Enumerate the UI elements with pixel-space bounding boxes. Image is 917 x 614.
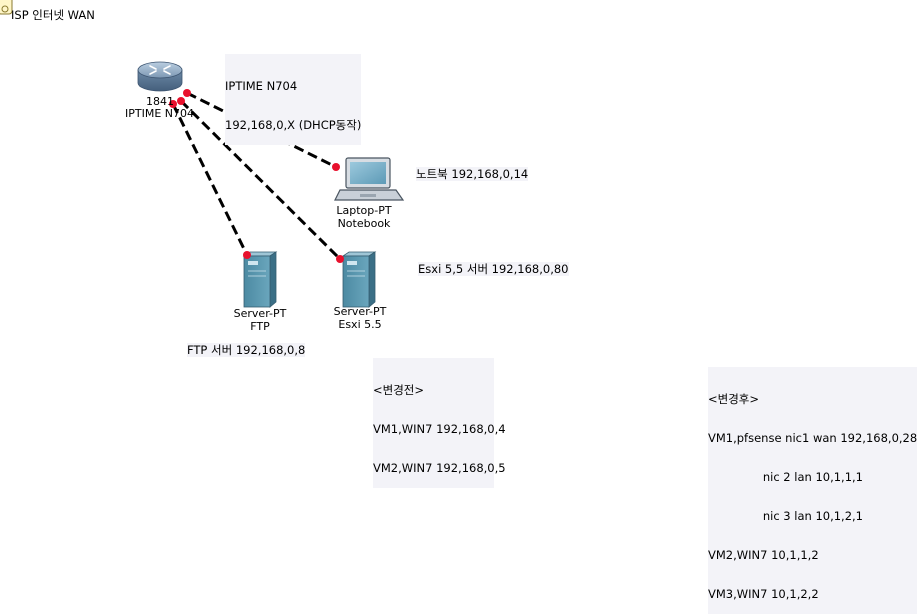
port-dot-router-laptop: [183, 89, 191, 97]
router-note[interactable]: IPTIME N704 192,168,0,X (DHCP동작): [225, 54, 362, 145]
ftp-server-name-label: FTP: [250, 320, 270, 333]
before-change-title: <변경전>: [373, 383, 425, 397]
esxi-server-type-label: Server-PT: [333, 305, 387, 318]
ftp-server-type-label: Server-PT: [233, 307, 287, 320]
wan-label: ISP 인터넷 WAN: [11, 8, 95, 22]
router-name-label: IPTIME N704: [125, 107, 195, 120]
router-note-ip: 192,168,0,X (DHCP동작): [225, 118, 362, 132]
before-change-line: VM1,WIN7 192,168,0,4: [373, 422, 506, 436]
laptop-icon[interactable]: [334, 157, 405, 201]
before-change-note[interactable]: <변경전> VM1,WIN7 192,168,0,4 VM2,WIN7 192,…: [373, 358, 506, 488]
router-icon[interactable]: [137, 61, 183, 92]
laptop-name-label: Notebook: [337, 217, 391, 230]
after-change-title: <변경후>: [708, 392, 760, 406]
laptop-note[interactable]: 노트북 192,168,0,14: [416, 167, 529, 181]
link-port-indicators: [169, 89, 344, 263]
after-change-line: nic 3 lan 10,1,2,1: [708, 509, 864, 523]
note-icon[interactable]: [0, 0, 13, 15]
port-dot-esxi: [336, 255, 344, 263]
after-change-line: VM1,pfsense nic1 wan 192,168,0,28: [708, 431, 917, 445]
esxi-server-note[interactable]: Esxi 5,5 서버 192,168,0,80: [418, 262, 569, 276]
after-change-note[interactable]: <변경후> VM1,pfsense nic1 wan 192,168,0,28 …: [708, 367, 917, 614]
network-topology-canvas: [0, 0, 405, 308]
before-change-line: VM2,WIN7 192,168,0,5: [373, 461, 506, 475]
laptop-type-label: Laptop-PT: [336, 204, 392, 217]
router-model-label: 1841: [146, 95, 174, 108]
esxi-server-name-label: Esxi 5.5: [338, 318, 382, 331]
link-router-ftp[interactable]: [171, 103, 249, 256]
port-dot-router-esxi: [177, 97, 185, 105]
after-change-line: VM3,WIN7 10,1,2,2: [708, 587, 819, 601]
router-note-title: IPTIME N704: [225, 79, 298, 93]
after-change-line: VM2,WIN7 10,1,1,2: [708, 548, 819, 562]
link-router-esxi[interactable]: [179, 99, 342, 261]
port-dot-router-ftp: [169, 100, 177, 108]
server-icon[interactable]: [242, 251, 278, 308]
ftp-server-note[interactable]: FTP 서버 192,168,0,8: [187, 343, 306, 357]
server-icon[interactable]: [341, 251, 377, 308]
port-dot-ftp: [243, 251, 251, 259]
after-change-line: nic 2 lan 10,1,1,1: [708, 470, 864, 484]
port-dot-laptop: [332, 163, 340, 171]
